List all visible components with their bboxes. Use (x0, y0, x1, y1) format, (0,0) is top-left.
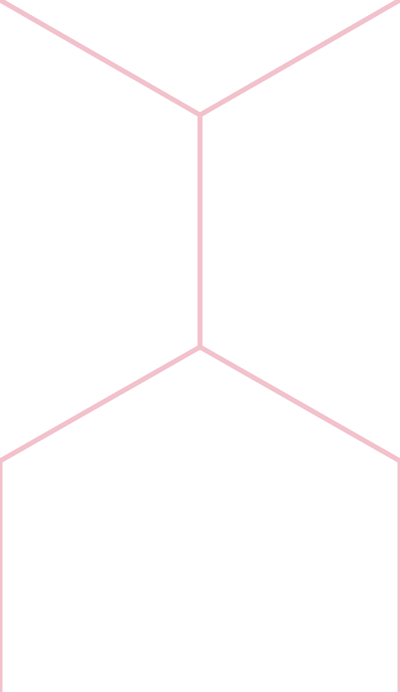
lower-right-hexagon-edge (198, 344, 400, 464)
lower-left-hexagon-edge (0, 344, 202, 464)
upper-left-hexagon-edge (0, 0, 202, 118)
upper-right-hexagon-edge (198, 0, 400, 118)
